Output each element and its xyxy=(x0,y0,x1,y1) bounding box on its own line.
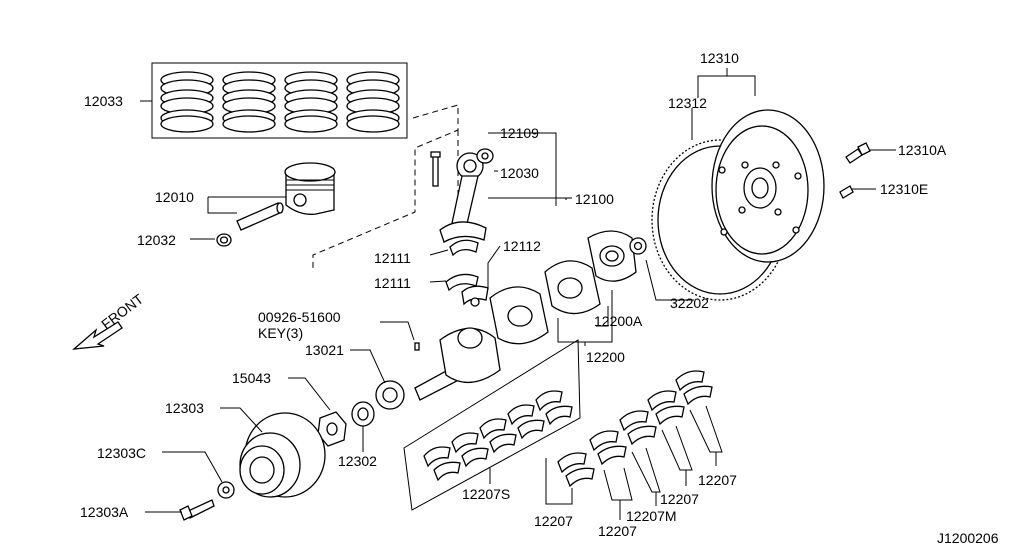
piston-group-dashed-boundary xyxy=(312,104,459,272)
label-12303C[interactable]: 12303C xyxy=(97,445,146,461)
sprocket-icon[interactable] xyxy=(375,380,405,410)
label-12033[interactable]: 12033 xyxy=(84,93,123,109)
label-12207M[interactable]: 12207M xyxy=(626,508,677,524)
front-direction-arrow: FRONT xyxy=(72,290,147,350)
main-bearing-icon[interactable] xyxy=(557,370,713,488)
label-12032[interactable]: 12032 xyxy=(137,232,176,248)
label-15043[interactable]: 15043 xyxy=(232,370,271,386)
label-12207-d[interactable]: 12207 xyxy=(698,472,737,488)
label-12207-a[interactable]: 12207 xyxy=(534,513,573,529)
collar-icon[interactable] xyxy=(317,411,347,447)
dowel-pin-icon[interactable] xyxy=(839,185,854,199)
front-label: FRONT xyxy=(98,290,146,332)
crankshaft-icon[interactable] xyxy=(414,230,637,401)
conrod-cap-icon[interactable] xyxy=(461,285,489,307)
piston-pin-icon[interactable] xyxy=(236,202,284,231)
rod-bolt-icon[interactable] xyxy=(430,151,441,187)
label-12100[interactable]: 12100 xyxy=(575,191,614,207)
label-12030[interactable]: 12030 xyxy=(500,165,539,181)
label-12207S[interactable]: 12207S xyxy=(462,486,510,502)
label-12310A[interactable]: 12310A xyxy=(898,142,947,158)
small-end-bushing-icon[interactable] xyxy=(476,148,494,164)
label-12010[interactable]: 12010 xyxy=(155,189,194,205)
label-12303A[interactable]: 12303A xyxy=(80,504,129,520)
crank-pulley-icon[interactable] xyxy=(239,412,326,498)
diagram-reference-code: J1200206 xyxy=(937,530,999,546)
snap-ring-icon[interactable] xyxy=(216,233,232,247)
label-00926-51600[interactable]: 00926-51600 xyxy=(258,309,341,325)
label-12310E[interactable]: 12310E xyxy=(880,181,928,197)
label-key-qty: KEY(3) xyxy=(258,325,303,341)
label-12109[interactable]: 12109 xyxy=(500,125,539,141)
crank-key-icon[interactable] xyxy=(414,342,420,351)
piston-icon[interactable] xyxy=(284,162,336,215)
main-bearing-set-box xyxy=(403,339,581,511)
pulley-bolt-icon[interactable] xyxy=(179,499,215,521)
label-12200[interactable]: 12200 xyxy=(586,349,625,365)
oil-seal-spacer-icon[interactable] xyxy=(351,401,375,427)
label-32202[interactable]: 32202 xyxy=(670,295,709,311)
connecting-rod-icon[interactable] xyxy=(439,152,487,243)
piston-ring-icon xyxy=(160,71,400,133)
label-12111-lower[interactable]: 12111 xyxy=(374,275,411,291)
flywheel-icon[interactable] xyxy=(711,109,825,263)
label-12312[interactable]: 12312 xyxy=(668,95,707,111)
conrod-bearing-upper-icon[interactable] xyxy=(449,239,479,257)
label-12111-upper[interactable]: 12111 xyxy=(374,250,411,266)
pulley-washer-icon[interactable] xyxy=(217,481,235,499)
flywheel-bolt-icon[interactable] xyxy=(845,142,871,164)
label-12207-b[interactable]: 12207 xyxy=(598,523,637,539)
label-12310[interactable]: 12310 xyxy=(700,50,739,66)
piston-ring-set-group[interactable] xyxy=(151,62,408,139)
main-bearing-set-icon[interactable] xyxy=(423,390,573,482)
label-12200A[interactable]: 12200A xyxy=(594,313,643,329)
label-12302[interactable]: 12302 xyxy=(338,453,377,469)
label-12207-c[interactable]: 12207 xyxy=(660,491,699,507)
label-12112[interactable]: 12112 xyxy=(503,238,541,254)
label-12303[interactable]: 12303 xyxy=(165,400,204,416)
pilot-bushing-icon[interactable] xyxy=(629,237,647,255)
label-13021[interactable]: 13021 xyxy=(305,342,344,358)
